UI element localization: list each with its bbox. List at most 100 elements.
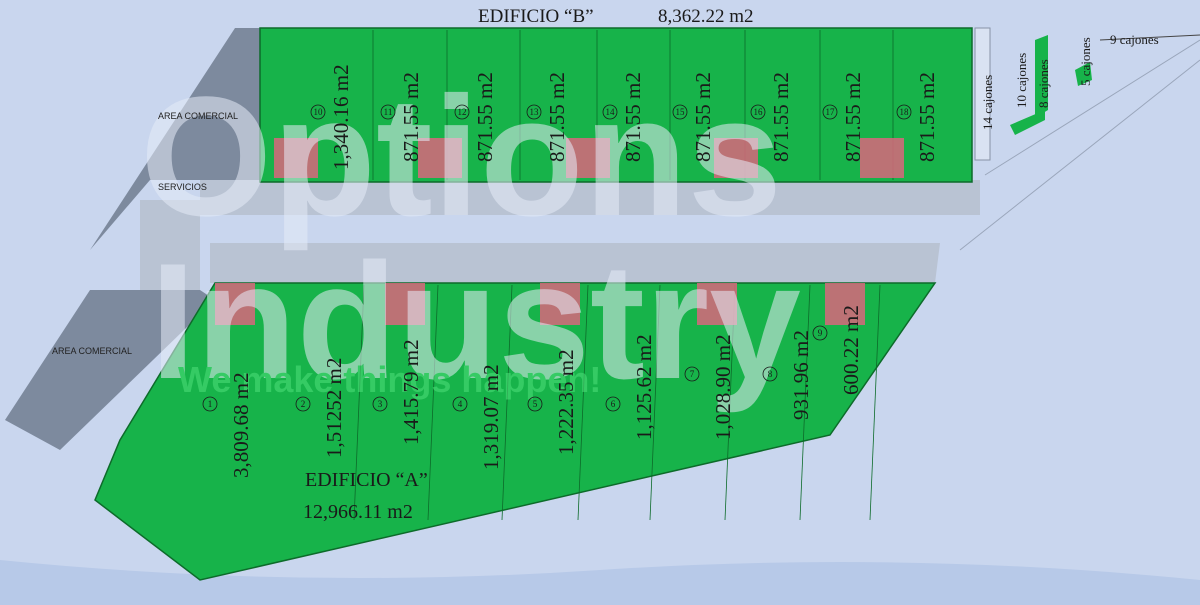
parking-ramp-2 — [1035, 35, 1048, 118]
building-a-unit-number: 7 — [690, 369, 695, 379]
parking-label-5: 5 cajones — [1078, 37, 1093, 86]
building-a-unit-labels: 1 3,809.68 m2 2 1,51252 m2 3 1,415.79 m2 4 1,31… — [202, 305, 863, 478]
parking-ramp-3 — [1075, 62, 1092, 86]
building-a-unit-area: 1,028.90 m2 — [711, 334, 735, 440]
building-a-unit-area: 3,809.68 m2 — [229, 372, 253, 478]
building-a-divider — [577, 284, 589, 521]
unit-number-circle — [605, 396, 621, 412]
dock-a — [825, 283, 865, 325]
servicios-label: SERVICIOS — [158, 182, 207, 192]
building-a-divider — [869, 284, 881, 521]
building-a-unit-number: 1 — [208, 399, 213, 409]
background-band — [0, 560, 1200, 605]
dock-a — [540, 283, 580, 325]
building-b-unit-area: 1,340.16 m2 — [329, 64, 353, 170]
loading-docks — [215, 138, 904, 325]
building-b-unit-number: 18 — [900, 107, 910, 117]
unit-number-circle — [527, 396, 543, 412]
building-b-unit-number: 16 — [754, 107, 764, 117]
watermark-line1: Options — [140, 62, 782, 252]
building-a-divider — [799, 284, 811, 521]
building-a-unit-area: 600.22 m2 — [839, 305, 863, 395]
building-a-unit-number: 8 — [768, 369, 773, 379]
parking-leader — [1099, 34, 1200, 41]
unit-number-circle — [454, 104, 470, 120]
building-a-unit-number: 5 — [533, 399, 538, 409]
dock-a — [215, 283, 255, 325]
unit-number-circle — [602, 104, 618, 120]
building-b-unit-number: 10 — [314, 107, 324, 117]
unit-number-circle — [372, 396, 388, 412]
dock-a — [385, 283, 425, 325]
unit-number-circle — [202, 396, 218, 412]
area-comercial-top-label: AREA COMERCIAL — [158, 111, 238, 121]
building-a-unit-number: 9 — [818, 328, 823, 338]
watermark: Options Industry We make things happen! — [140, 62, 801, 413]
building-b-unit-area: 871.55 m2 — [399, 72, 423, 162]
watermark-line2: Industry — [150, 229, 801, 413]
boundary-line-2 — [959, 59, 1200, 251]
building-b-unit-area: 871.55 m2 — [691, 72, 715, 162]
unit-number-circle — [526, 104, 542, 120]
area-comercial-top-zone — [90, 28, 260, 250]
access-road — [140, 200, 200, 290]
building-b-unit-number: 14 — [606, 107, 616, 117]
building-a-unit-number: 2 — [301, 399, 306, 409]
building-b-unit-number: 11 — [384, 107, 393, 117]
unit-number-circle — [812, 325, 828, 341]
building-a-divider — [501, 284, 513, 521]
unit-number-circle — [452, 396, 468, 412]
parking-label-9: 9 cajones — [1110, 32, 1159, 47]
building-b-unit-area: 871.55 m2 — [621, 72, 645, 162]
building-a-title: EDIFICIO “A” — [305, 469, 428, 491]
parking-strip — [974, 27, 991, 161]
building-b-unit-number: 12 — [458, 107, 467, 117]
building-b-unit-labels: 10 1,340.16 m2 11 871.55 m2 12 871.55 m2 13 871… — [310, 64, 939, 170]
unit-number-circle — [684, 366, 700, 382]
dock-b — [566, 138, 610, 178]
dock-b — [860, 138, 904, 178]
building-a-unit-number: 4 — [458, 399, 463, 409]
building-b-unit-number: 13 — [530, 107, 540, 117]
building-a-divider — [427, 284, 439, 521]
dock-b — [418, 138, 462, 178]
building-b-unit-number: 17 — [826, 107, 836, 117]
unit-number-circle — [672, 104, 688, 120]
building-b-unit-area: 871.55 m2 — [473, 72, 497, 162]
area-comercial-bottom-zone — [5, 290, 215, 450]
dock-a — [697, 283, 737, 325]
building-a-unit-area: 1,319.07 m2 — [479, 364, 503, 470]
building-b-unit-area: 871.55 m2 — [841, 72, 865, 162]
unit-number-circle — [762, 366, 778, 382]
area-comercial-bottom-label: AREA COMERCIAL — [52, 346, 132, 356]
dock-b — [714, 138, 758, 178]
building-a-unit-area: 931.96 m2 — [789, 330, 813, 420]
parking-label-14: 14 cajones — [980, 75, 995, 130]
building-a — [94, 282, 937, 581]
boundary-line — [984, 39, 1200, 176]
building-a-unit-area: 1,51252 m2 — [322, 358, 346, 458]
unit-number-circle — [750, 104, 766, 120]
building-a-unit-area: 1,415.79 m2 — [399, 339, 423, 445]
building-a-unit-area: 1,125.62 m2 — [632, 334, 656, 440]
watermark-tagline: We make things happen! — [178, 359, 601, 400]
building-b-unit-area: 871.55 m2 — [545, 72, 569, 162]
unit-number-circle — [295, 396, 311, 412]
building-b-title: EDIFICIO “B” — [478, 6, 594, 27]
building-a-area: 12,966.11 m2 — [303, 501, 413, 523]
dock-b — [274, 138, 318, 178]
road-north — [200, 180, 980, 215]
building-a-divider — [649, 284, 661, 521]
building-a-divider — [353, 284, 365, 521]
building-a-dividers — [353, 284, 881, 521]
building-b-unit-number: 15 — [676, 107, 686, 117]
parking-label-8: 8 cajones — [1036, 59, 1051, 108]
unit-number-circle — [896, 104, 912, 120]
building-b-unit-area: 871.55 m2 — [769, 72, 793, 162]
unit-number-circle — [822, 104, 838, 120]
parking-label-10: 10 cajones — [1014, 53, 1029, 108]
building-a-unit-number: 3 — [378, 399, 383, 409]
building-b-area: 8,362.22 m2 — [658, 6, 754, 27]
